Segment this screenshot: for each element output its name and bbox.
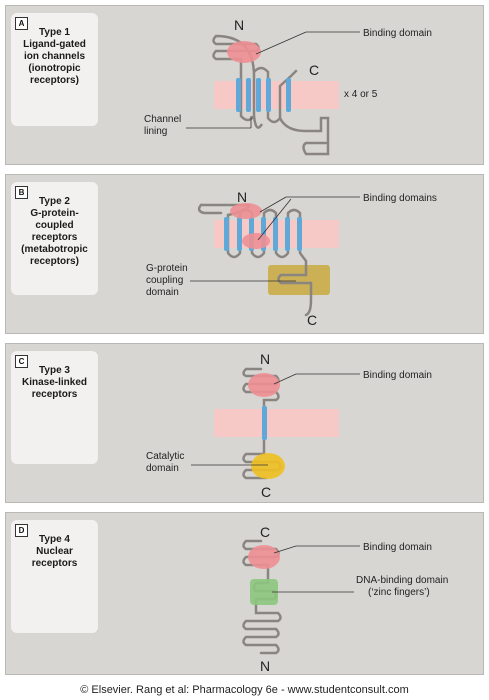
panel-label-box: B Type 2 G-protein- coupled receptors (m… (11, 182, 98, 295)
transmembrane-helix (236, 78, 241, 112)
n-terminus: N (260, 351, 270, 367)
binding-domain (248, 373, 280, 397)
dna-binding-label: DNA-binding domain(‘zinc fingers’) (356, 575, 448, 598)
leader-line (259, 196, 287, 213)
panel-type1: A Type 1 Ligand-gated ion channels (iono… (5, 5, 484, 165)
n-terminus: N (260, 658, 270, 674)
binding-domain-label: Binding domain (363, 370, 432, 381)
receptor-chain (199, 203, 313, 317)
binding-domain-label: Binding domain (363, 28, 432, 39)
panel-label-box: C Type 3 Kinase-linked receptors (11, 351, 98, 464)
dna-binding-domain (250, 579, 278, 605)
panel-label-box: D Type 4 Nuclear receptors (11, 520, 98, 633)
panel-letter: D (15, 524, 28, 537)
panel-type2: B Type 2 G-protein- coupled receptors (m… (5, 174, 484, 334)
catalytic-domain (251, 453, 285, 479)
binding-domain (227, 41, 261, 63)
n-terminus: N (234, 17, 244, 33)
multiplier-label: x 4 or 5 (344, 89, 378, 100)
transmembrane-helix (273, 217, 278, 251)
c-terminus: C (260, 524, 270, 540)
leader-line (273, 545, 297, 554)
type4-receptor-diagram: C N Binding domain DNA-binding domain(‘z… (242, 524, 448, 674)
c-terminus: C (261, 484, 271, 500)
receptor-n-loop (197, 203, 223, 215)
transmembrane-helix (224, 217, 229, 251)
c-terminus: C (309, 62, 319, 78)
transmembrane-helix (256, 78, 261, 112)
leader-line (273, 373, 297, 385)
c-terminus: C (307, 312, 317, 328)
panel-type3: C Type 3 Kinase-linked receptors N C Bin… (5, 343, 484, 503)
leader-line (255, 31, 307, 55)
panel-type4: D Type 4 Nuclear receptors C N Binding d… (5, 512, 484, 675)
panel-title: Type 1 Ligand-gated ion channels (ionotr… (23, 27, 86, 86)
g-protein-coupling-domain (268, 265, 330, 295)
receptor-c-tail (278, 116, 330, 156)
transmembrane-helix (246, 78, 251, 112)
transmembrane-helix (237, 217, 242, 251)
cell-membrane (214, 81, 339, 109)
copyright-footer: © Elsevier. Rang et al: Pharmacology 6e … (80, 684, 409, 696)
binding-domain-label: Binding domain (363, 542, 432, 553)
panel-title: Type 4 Nuclear receptors (31, 534, 78, 569)
panel-label-box: A Type 1 Ligand-gated ion channels (iono… (11, 13, 98, 126)
cell-membrane (214, 409, 339, 437)
panel-title: Type 3 Kinase-linked receptors (21, 365, 88, 400)
transmembrane-helix (297, 217, 302, 251)
binding-domain (248, 545, 280, 569)
panel-letter: C (15, 355, 28, 368)
binding-domain (242, 233, 270, 249)
n-terminus: N (237, 189, 247, 205)
panel-letter: B (15, 186, 28, 199)
binding-domain (230, 203, 262, 219)
transmembrane-helix (262, 406, 267, 440)
binding-domains-label: Binding domains (363, 193, 437, 204)
panel-title: Type 2 G-protein- coupled receptors (met… (21, 196, 88, 267)
transmembrane-helix (286, 78, 291, 112)
transmembrane-helix (266, 78, 271, 112)
panel-letter: A (15, 17, 28, 30)
transmembrane-helix (285, 217, 290, 251)
receptor-lower-loop (252, 115, 264, 129)
leader-line (257, 198, 292, 241)
